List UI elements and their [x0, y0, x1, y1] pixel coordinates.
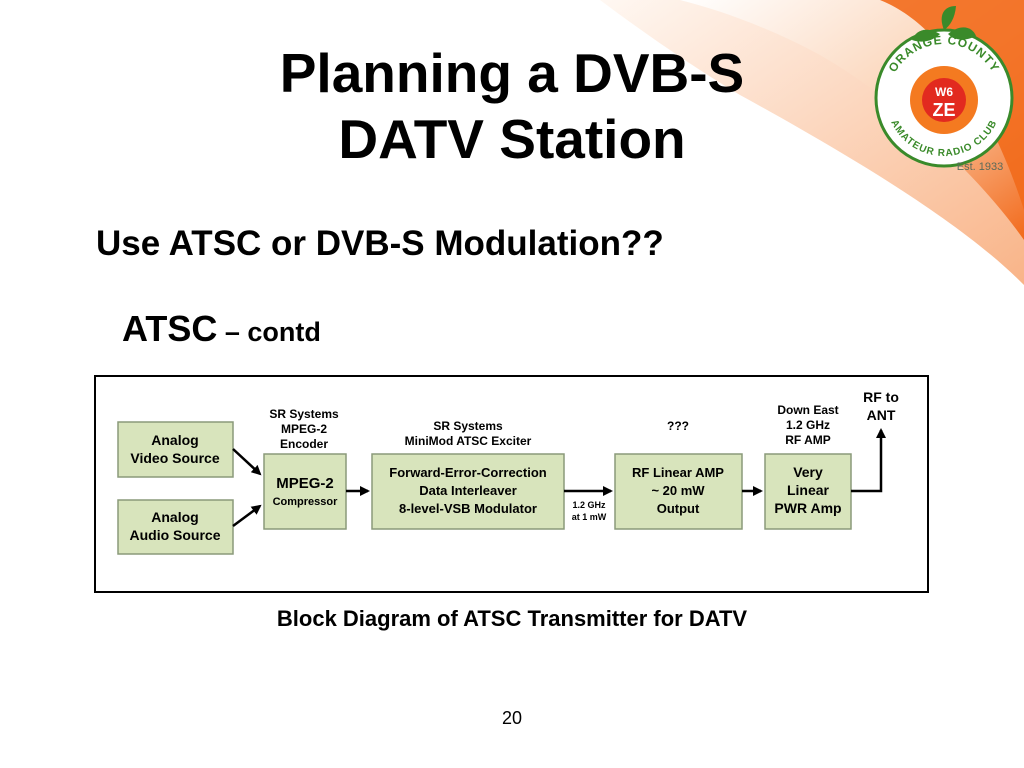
slide-subtitle: Use ATSC or DVB-S Modulation?? — [96, 224, 664, 263]
block-rf-linear-amp: RF Linear AMP ~ 20 mW Output — [614, 453, 743, 530]
section-rest: – contd — [217, 317, 321, 347]
block-mpeg2-compressor: MPEG-2 Compressor — [263, 453, 347, 530]
title-line-1: Planning a DVB-S — [279, 42, 745, 104]
diagram-arrows — [232, 428, 886, 528]
logo-callsign-top: W6 — [935, 85, 953, 99]
block-audio-source: Analog Audio Source — [117, 499, 234, 555]
diagram-caption: Block Diagram of ATSC Transmitter for DA… — [276, 606, 748, 631]
rf-amp-label-line-2: 1.2 GHz — [786, 418, 830, 432]
mpeg2-title: MPEG-2 — [276, 475, 334, 492]
label-frequency: 1.2 GHz at 1 mW — [572, 500, 607, 522]
block-pwr-amp: Very Linear PWR Amp — [764, 453, 852, 530]
encoder-line-1: SR Systems — [269, 407, 339, 421]
rf-amp-line-1: RF Linear AMP — [632, 465, 724, 480]
slide-title: Planning a DVB-S DATV Station — [0, 40, 1024, 172]
rf-amp-label-line-1: Down East — [777, 403, 838, 417]
section-heading: ATSC – contd — [122, 308, 321, 350]
video-source-line-2: Video Source — [130, 450, 219, 466]
arrow-pwr-amp-to-antenna — [851, 428, 886, 493]
encoder-line-3: Encoder — [280, 437, 328, 451]
logo-established: Est. 1933 — [957, 161, 1003, 173]
antenna-line-2: ANT — [867, 407, 896, 423]
freq-line-2: at 1 mW — [572, 512, 607, 522]
block-fec-modulator: Forward-Error-Correction Data Interleave… — [371, 453, 565, 530]
title-line-2: DATV Station — [338, 108, 686, 170]
freq-line-1: 1.2 GHz — [572, 500, 606, 510]
exciter-line-1: SR Systems — [433, 419, 503, 433]
video-source-line-1: Analog — [151, 432, 198, 448]
antenna-line-1: RF to — [863, 389, 899, 405]
encoder-line-2: MPEG-2 — [281, 422, 327, 436]
label-unknown: ??? — [667, 419, 689, 433]
rf-amp-line-2: ~ 20 mW — [651, 483, 705, 498]
block-video-source: Analog Video Source — [117, 421, 234, 478]
page-number: 20 — [501, 708, 523, 728]
leaf-icon — [912, 6, 976, 42]
pwr-amp-line-1: Very — [793, 464, 823, 480]
exciter-line-2: MiniMod ATSC Exciter — [405, 434, 532, 448]
fec-line-2: Data Interleaver — [419, 483, 517, 498]
audio-source-line-1: Analog — [151, 509, 198, 525]
rf-amp-label-line-3: RF AMP — [785, 433, 831, 447]
rf-amp-line-3: Output — [657, 501, 700, 516]
label-rf-amp: Down East 1.2 GHz RF AMP — [777, 403, 838, 447]
arrow-video-to-mpeg2 — [232, 448, 262, 476]
section-main: ATSC — [122, 308, 218, 349]
mpeg2-subtitle: Compressor — [273, 496, 339, 508]
logo-callsign-bottom: ZE — [932, 100, 955, 120]
fec-line-1: Forward-Error-Correction — [389, 465, 547, 480]
label-exciter: SR Systems MiniMod ATSC Exciter — [405, 419, 532, 448]
arrow-audio-to-mpeg2 — [232, 504, 262, 528]
audio-source-line-2: Audio Source — [129, 527, 220, 543]
label-encoder: SR Systems MPEG-2 Encoder — [269, 407, 339, 451]
label-antenna: RF to ANT — [863, 389, 899, 423]
club-logo: W6 ZE ORANGE COUNTY AMATEUR RADIO CLUB E… — [874, 6, 1014, 173]
fec-line-3: 8-level-VSB Modulator — [399, 501, 537, 516]
pwr-amp-line-3: PWR Amp — [774, 500, 841, 516]
pwr-amp-line-2: Linear — [787, 482, 830, 498]
